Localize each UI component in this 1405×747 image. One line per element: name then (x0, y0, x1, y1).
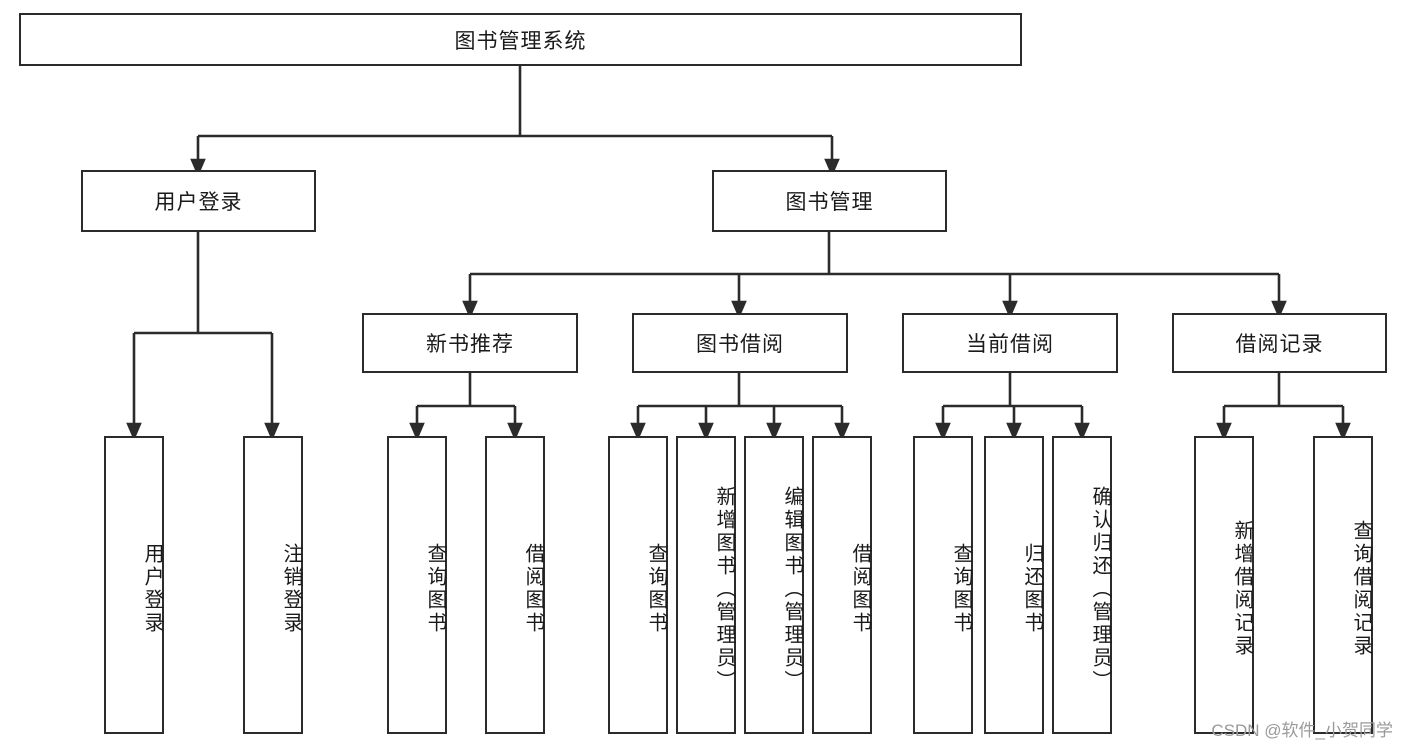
leaf-borrow-add-book[interactable]: 新增图书（管理员） (676, 436, 736, 734)
leaf-label: 用户登录 (141, 543, 163, 635)
node-book-management[interactable]: 图书管理 (712, 170, 947, 232)
leaf-current-return-book[interactable]: 归还图书 (984, 436, 1044, 734)
node-user-login[interactable]: 用户登录 (81, 170, 316, 232)
leaf-label: 归还图书 (1021, 543, 1043, 635)
leaf-label: 查询借阅记录 (1350, 520, 1372, 658)
leaf-user-login-login[interactable]: 用户登录 (104, 436, 164, 734)
leaf-label: 查询图书 (950, 543, 972, 635)
leaf-label: 新增图书（管理员） (713, 485, 735, 693)
leaf-label: 借阅图书 (849, 543, 871, 635)
leaf-current-query-book[interactable]: 查询图书 (913, 436, 973, 734)
node-root[interactable]: 图书管理系统 (19, 13, 1022, 66)
watermark-text: CSDN @软件_小贺同学 (1211, 721, 1393, 740)
leaf-label: 查询图书 (645, 543, 667, 635)
leaf-borrow-edit-book[interactable]: 编辑图书（管理员） (744, 436, 804, 734)
leaf-record-query[interactable]: 查询借阅记录 (1313, 436, 1373, 734)
leaf-label: 注销登录 (280, 543, 302, 635)
leaf-borrow-borrow-book[interactable]: 借阅图书 (812, 436, 872, 734)
leaf-label: 新增借阅记录 (1231, 520, 1253, 658)
leaf-user-login-logout[interactable]: 注销登录 (243, 436, 303, 734)
leaf-record-add[interactable]: 新增借阅记录 (1194, 436, 1254, 734)
node-book-borrow[interactable]: 图书借阅 (632, 313, 848, 373)
leaf-new-book-borrow[interactable]: 借阅图书 (485, 436, 545, 734)
leaf-label: 借阅图书 (522, 543, 544, 635)
leaf-current-confirm-return[interactable]: 确认归还（管理员） (1052, 436, 1112, 734)
leaf-borrow-query-book[interactable]: 查询图书 (608, 436, 668, 734)
leaf-label: 编辑图书（管理员） (781, 485, 803, 693)
leaf-label: 查询图书 (424, 543, 446, 635)
leaf-label: 确认归还（管理员） (1089, 485, 1111, 693)
node-borrow-record[interactable]: 借阅记录 (1172, 313, 1387, 373)
node-current-borrow[interactable]: 当前借阅 (902, 313, 1118, 373)
node-new-book-recommend[interactable]: 新书推荐 (362, 313, 578, 373)
leaf-new-book-query[interactable]: 查询图书 (387, 436, 447, 734)
